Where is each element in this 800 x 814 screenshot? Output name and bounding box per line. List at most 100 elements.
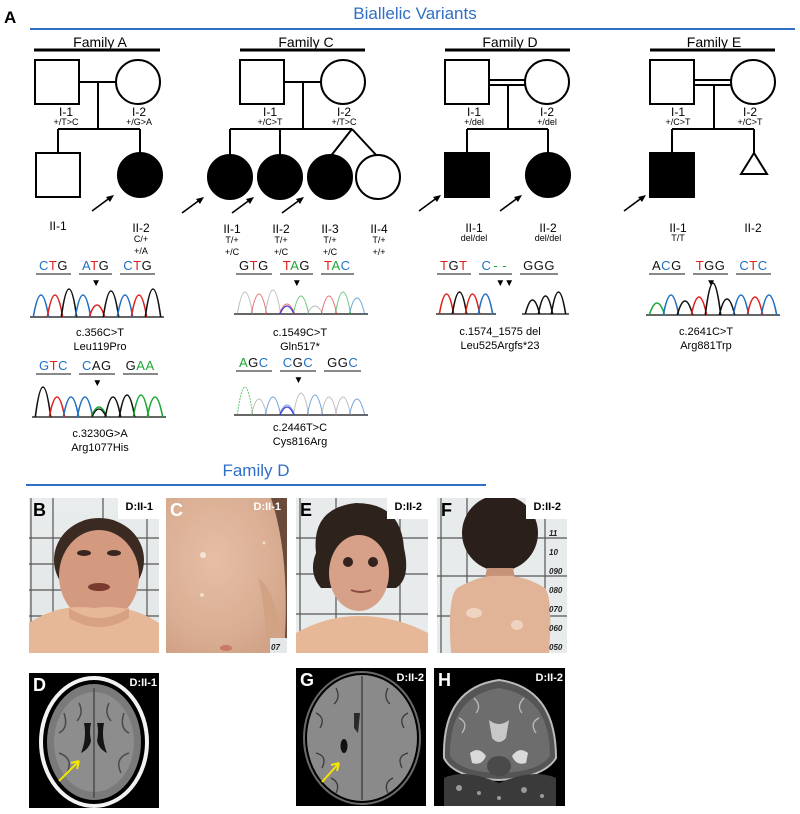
chromatogram-peak	[732, 294, 750, 316]
family-a-variant2-cdna: c.3230G>A	[72, 428, 128, 440]
proband-arrow-icon	[181, 198, 202, 214]
nucleotide: G	[299, 258, 310, 273]
chromatogram-peak	[306, 394, 324, 416]
family-a-title: Family A	[73, 34, 127, 50]
proband-arrow-icon	[418, 196, 439, 212]
proband-arrowhead-icon	[433, 195, 441, 202]
family-d-ii2-id: II-2	[539, 221, 557, 235]
family-d-i1-genotype: +/del	[464, 117, 484, 127]
mother-circle-symbol	[730, 59, 776, 105]
mutation-marker-icon: ▼	[92, 378, 102, 389]
chromatogram-peak	[32, 294, 50, 318]
chromatogram-peak	[292, 295, 310, 315]
mri-g-tag: D:II-2	[396, 672, 425, 684]
child-square-symbol	[444, 152, 490, 198]
chromatogram-peak	[236, 291, 254, 315]
family-e-variant1-protein: Arg881Trp	[680, 340, 732, 352]
family-a-variant2-protein: Arg1077His	[71, 442, 129, 454]
family-a-ii2-genotype-1: C/+	[133, 234, 149, 244]
nucleotide: T	[90, 258, 99, 273]
chromatogram-peak	[62, 396, 80, 418]
family-c-i1-genotype: +/C>T	[257, 117, 283, 127]
father-square-symbol	[444, 59, 490, 105]
family-c-ii2-genotype-2: +/C	[273, 247, 289, 257]
family-c-ii4-genotype-1: T/+	[372, 235, 386, 245]
nucleotide: A	[136, 358, 146, 373]
proband-arrow-icon	[281, 198, 302, 214]
chromatogram-peak	[264, 396, 282, 416]
codon: GGG	[520, 259, 558, 275]
photo-b-face-ii1: B D:II-1	[29, 498, 159, 653]
nucleotide: -	[493, 258, 499, 273]
chromatogram-trace	[522, 291, 569, 315]
nucleotide: T	[133, 258, 142, 273]
section-title-biallelic: Biallelic Variants	[353, 4, 477, 23]
chromatogram-peak	[34, 386, 52, 418]
photo-c-letter: C	[170, 500, 183, 520]
mutation-marker-icon: ▼	[706, 278, 716, 289]
chromatogram-peak	[524, 299, 541, 315]
photo-b-tag: D:II-1	[117, 498, 159, 519]
chromatogram-peak	[46, 294, 64, 318]
father-square-symbol	[239, 59, 285, 105]
family-c-variant1-cdna: c.1549C>T	[272, 327, 328, 339]
family-c-ii1-id: II-1	[223, 222, 241, 236]
codon: TAG▼	[279, 258, 313, 289]
nucleotide: A	[145, 358, 155, 373]
chromatogram-peak	[278, 303, 296, 315]
family-c-ii4-id: II-4	[370, 222, 388, 236]
pregnancy-loss-triangle-symbol	[739, 151, 769, 175]
chromatogram-het-peak	[279, 406, 295, 416]
pedigree-family-family-d	[418, 48, 571, 212]
nucleotide: G	[39, 358, 50, 373]
family-e-ii1-genotype: T/T	[671, 233, 685, 243]
family-c-ii1-genotype-1: T/+	[225, 235, 239, 245]
mutation-marker-icon: ▼	[293, 375, 303, 386]
nucleotide: G	[544, 258, 555, 273]
photo-c-tag: D:II-1	[253, 501, 282, 513]
nucleotide: T	[749, 258, 758, 273]
mri-g-letter: G	[300, 670, 315, 690]
chromatogram-trace	[32, 386, 166, 418]
nucleotide: G	[523, 258, 534, 273]
chromatogram-peak	[662, 294, 680, 316]
ruler-label: 060	[549, 624, 563, 633]
chromatogram-trace	[30, 288, 164, 318]
nucleotide: T	[440, 258, 449, 273]
codon: AGC	[236, 356, 272, 372]
chromatogram-peak	[320, 396, 338, 416]
twin-line	[351, 128, 379, 158]
nucleotide: C	[739, 258, 750, 273]
child-circle-symbol	[117, 152, 163, 198]
nucleotide: G	[239, 258, 250, 273]
ruler-label: 11	[549, 529, 558, 538]
nucleotide: C	[348, 355, 359, 370]
family-d-ii1-id: II-1	[465, 221, 483, 235]
chromatogram-trace	[234, 386, 368, 416]
family-a-ii1-id: II-1	[49, 219, 67, 233]
proband-arrowhead-icon	[246, 197, 254, 204]
nucleotide: -	[502, 258, 508, 273]
chromatogram-peak	[132, 394, 150, 418]
chromatogram-peak	[676, 300, 694, 316]
nucleotide: C	[661, 258, 672, 273]
chromatogram-peak	[451, 291, 468, 315]
nucleotide: T	[695, 258, 705, 273]
codon: CTG	[36, 259, 71, 275]
photo-f-letter: F	[441, 500, 452, 520]
pedigree-family-family-c	[181, 48, 401, 214]
family-c-i2-genotype: +/T>C	[331, 117, 357, 127]
nucleotide: C	[303, 355, 314, 370]
photo-b-letter: B	[33, 500, 46, 520]
nucleotide: C	[58, 358, 68, 373]
nucleotide: T	[49, 358, 59, 373]
family-d-variant1-cdna: c.1574_1575 del	[459, 326, 541, 338]
family-e-i2-genotype: +/C>T	[737, 117, 763, 127]
ruler-label: 050	[549, 643, 563, 652]
mri-h-tag: D:II-2	[535, 672, 564, 684]
